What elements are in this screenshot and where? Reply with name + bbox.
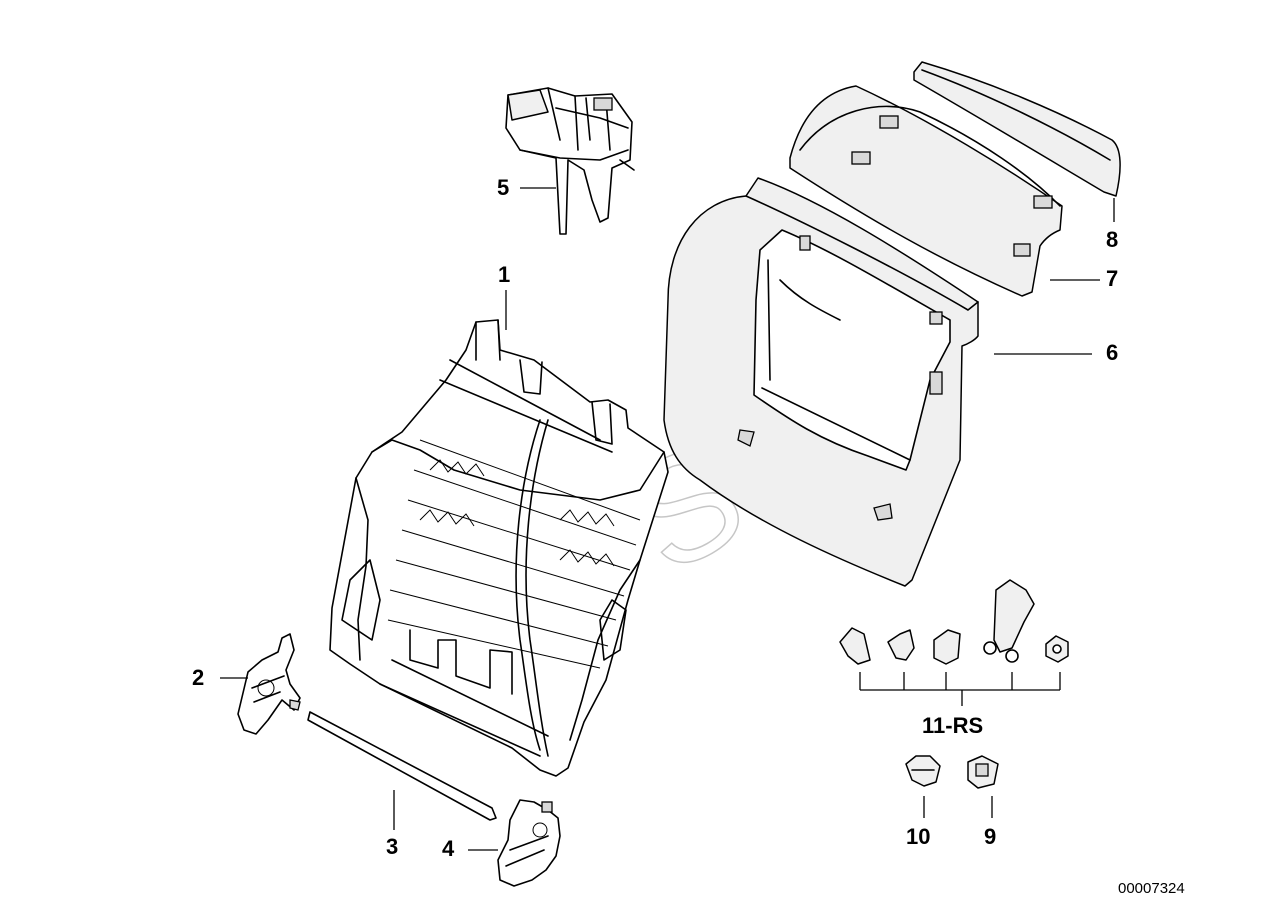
callout-2: 2	[192, 665, 204, 690]
part-7-upper-trim	[789, 85, 1063, 297]
part-9-clip	[967, 755, 999, 789]
part-10-clip	[905, 755, 941, 787]
leader-11-bracket	[859, 672, 1061, 706]
callout-11-rs: 11-RS	[922, 713, 983, 738]
callout-10: 10	[906, 824, 930, 849]
diagram-reference-number: 00007324	[1118, 880, 1185, 897]
part-2-adjuster	[237, 633, 301, 735]
part-11-clip-set	[839, 579, 1069, 665]
callout-3: 3	[386, 834, 398, 859]
part-8-top-strip	[913, 61, 1121, 197]
part-3-rod	[307, 711, 497, 821]
callout-7: 7	[1106, 266, 1118, 291]
callout-9: 9	[984, 824, 996, 849]
part-4-adjuster	[497, 799, 561, 887]
callout-4: 4	[442, 836, 455, 861]
callout-8: 8	[1106, 227, 1118, 252]
part-5-mechanism	[505, 87, 635, 235]
part-6-back-panel	[663, 177, 979, 587]
callout-5: 5	[497, 175, 509, 200]
callout-1: 1	[498, 262, 510, 287]
callout-6: 6	[1106, 340, 1118, 365]
part-1-backrest-frame	[329, 319, 669, 777]
